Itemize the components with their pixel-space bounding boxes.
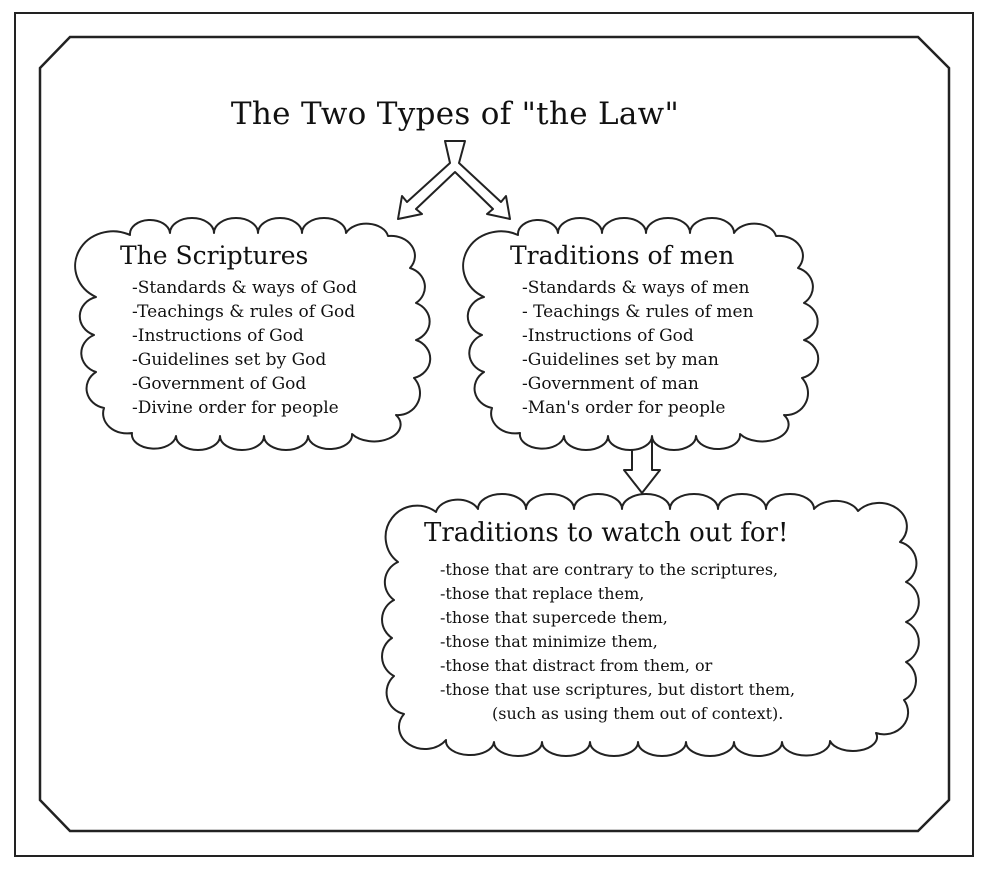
traditions-item: -Man's order for people	[522, 398, 726, 418]
scriptures-item: -Guidelines set by God	[132, 350, 327, 370]
diagram-title: The Two Types of "the Law"	[230, 96, 680, 132]
scriptures-title: The Scriptures	[120, 241, 309, 270]
watch-out-item: -those that replace them,	[440, 584, 645, 603]
watch-out-item: -those that use scriptures, but distort …	[440, 680, 796, 699]
watch-out-item: -those that are contrary to the scriptur…	[440, 560, 779, 579]
traditions-item: -Instructions of God	[522, 326, 694, 346]
split-arrow	[397, 140, 511, 220]
inner-frame	[38, 35, 951, 833]
watch-out-item: (such as using them out of context).	[492, 704, 784, 723]
scriptures-item: -Government of God	[132, 374, 307, 394]
watch-out-title: Traditions to watch out for!	[424, 518, 789, 548]
traditions-item: - Teachings & rules of men	[522, 302, 754, 322]
down-arrow	[623, 440, 661, 494]
traditions-item: -Standards & ways of men	[522, 278, 750, 298]
watch-out-item: -those that supercede them,	[440, 608, 668, 627]
cloud-traditions	[462, 217, 820, 451]
watch-out-item: -those that distract from them, or	[440, 656, 713, 675]
scriptures-item: -Instructions of God	[132, 326, 304, 346]
outer-frame	[14, 12, 974, 857]
cloud-watch-out	[381, 493, 920, 757]
cloud-scriptures	[74, 217, 432, 451]
scriptures-item: -Standards & ways of God	[132, 278, 358, 298]
traditions-title: Traditions of men	[510, 241, 735, 270]
traditions-item: -Government of man	[522, 374, 699, 394]
watch-out-item: -those that minimize them,	[440, 632, 658, 651]
scriptures-item: -Divine order for people	[132, 398, 339, 418]
scriptures-item: -Teachings & rules of God	[132, 302, 356, 322]
traditions-item: -Guidelines set by man	[522, 350, 719, 370]
